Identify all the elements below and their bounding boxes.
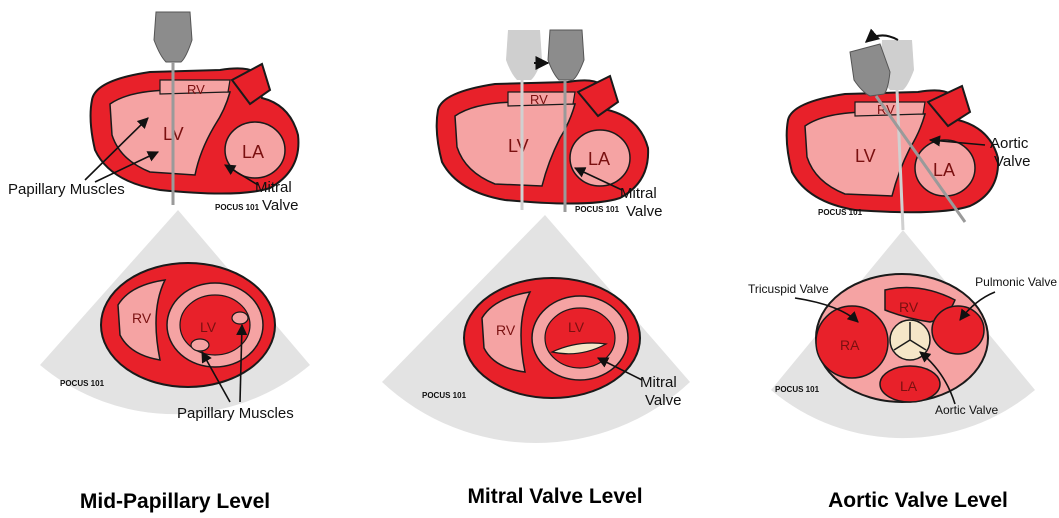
sa-papillary-label: Papillary Muscles xyxy=(177,405,294,422)
panel-aortic-valve: RV LV LA Aortic Valve POCUS 101 RV RA LA xyxy=(748,35,1057,512)
pocus-watermark: POCUS 101 xyxy=(575,205,620,214)
chamber-lv-label: LV xyxy=(508,136,529,156)
mitral-valve-label-line2: Valve xyxy=(626,203,662,220)
aortic-valve-label-line1: Aortic xyxy=(990,135,1029,152)
chamber-rv-label: RV xyxy=(530,92,548,107)
panel-mid-papillary: RV LV LA Papillary Muscles Mitral Valve … xyxy=(8,12,310,513)
pocus-watermark-sa: POCUS 101 xyxy=(775,385,820,394)
long-axis-heart: RV LV LA xyxy=(91,64,299,194)
short-axis-heart: RV LV xyxy=(101,263,275,387)
panel-mitral-valve: RV LV LA Mitral Valve POCUS 101 RV LV Mi… xyxy=(382,30,690,508)
sa-rv-label: RV xyxy=(899,299,919,315)
chamber-la-label: LA xyxy=(933,160,955,180)
short-axis-heart: RV RA LA xyxy=(816,274,988,402)
sa-pa xyxy=(932,306,984,354)
mitral-valve-label-line1: Mitral xyxy=(620,185,657,202)
long-axis-heart: RV LV LA xyxy=(437,76,648,204)
sa-rv-label: RV xyxy=(496,322,516,338)
sa-lv-cavity xyxy=(545,308,615,368)
papillary-muscles-label: Papillary Muscles xyxy=(8,181,125,198)
sa-lv-label: LV xyxy=(568,319,585,335)
mitral-valve-label-line2: Valve xyxy=(262,197,298,214)
aortic-valve-sa-label: Aortic Valve xyxy=(935,403,998,417)
panel-title: Aortic Valve Level xyxy=(828,489,1008,512)
chamber-la-label: LA xyxy=(588,149,610,169)
panel-title: Mitral Valve Level xyxy=(467,485,642,508)
chamber-rv-label: RV xyxy=(187,82,205,97)
pocus-watermark-sa: POCUS 101 xyxy=(60,379,105,388)
sa-mitral-label-line1: Mitral xyxy=(640,374,677,391)
sa-ra-label: RA xyxy=(840,337,860,353)
pocus-watermark: POCUS 101 xyxy=(818,208,863,217)
sa-la-label: LA xyxy=(900,378,918,394)
tricuspid-valve-label: Tricuspid Valve xyxy=(748,282,829,296)
pocus-watermark: POCUS 101 xyxy=(215,203,260,212)
sa-rv-label: RV xyxy=(132,310,152,326)
mitral-valve-label-line1: Mitral xyxy=(255,179,292,196)
aortic-valve-label-line2: Valve xyxy=(994,153,1030,170)
long-axis-heart: RV LV LA xyxy=(787,86,998,212)
chamber-la-label: LA xyxy=(242,142,264,162)
pulmonic-valve-label: Pulmonic Valve xyxy=(975,275,1057,289)
pocus-watermark-sa: POCUS 101 xyxy=(422,391,467,400)
short-axis-heart: RV LV xyxy=(464,278,640,398)
panel-title: Mid-Papillary Level xyxy=(80,490,270,513)
sa-papillary-2 xyxy=(232,312,248,324)
chamber-lv-label: LV xyxy=(855,146,876,166)
sa-papillary-1 xyxy=(191,339,209,351)
sa-mitral-label-line2: Valve xyxy=(645,392,681,409)
sa-lv-label: LV xyxy=(200,319,217,335)
